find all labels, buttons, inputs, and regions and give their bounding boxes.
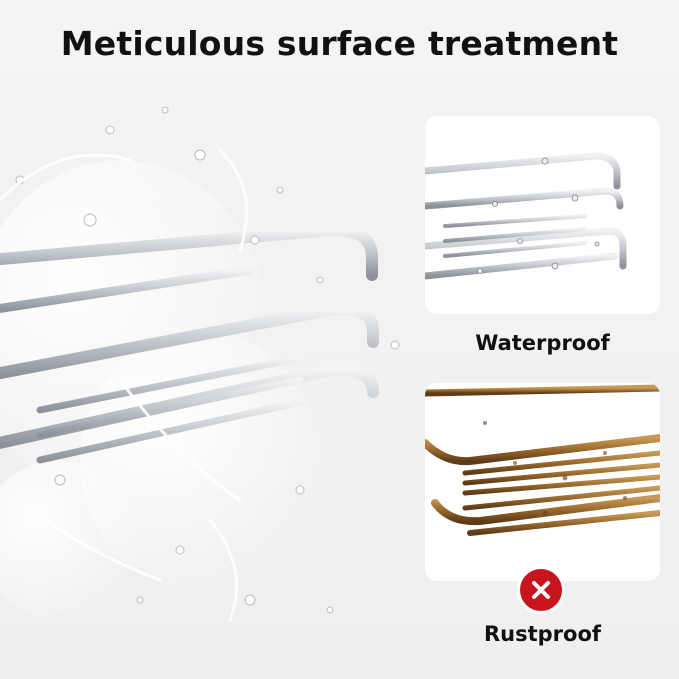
rusty-basket-image xyxy=(425,383,660,537)
headline: Meticulous surface treatment xyxy=(60,24,619,63)
rustproof-caption: Rustproof xyxy=(483,622,602,646)
wet-basket-image xyxy=(425,151,627,280)
hero-basket-splash-image xyxy=(0,106,400,622)
waterproof-caption: Waterproof xyxy=(475,331,610,355)
rustproof-panel xyxy=(425,383,660,581)
cross-icon xyxy=(517,566,565,614)
waterproof-panel xyxy=(425,116,660,314)
